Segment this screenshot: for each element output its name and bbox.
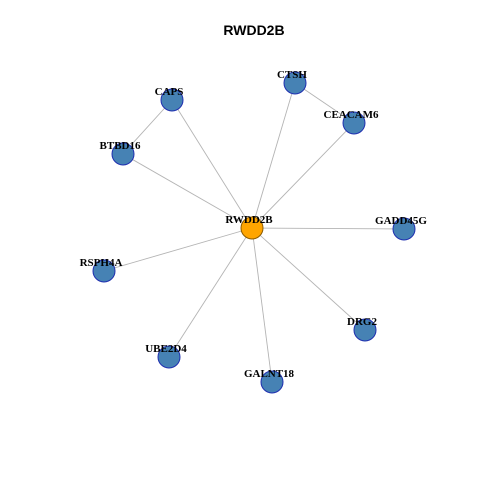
graph-title: RWDD2B xyxy=(223,22,284,38)
edge-rwdd2b-caps xyxy=(171,99,253,229)
node-label-ceacam6: CEACAM6 xyxy=(324,109,379,121)
edge-layer xyxy=(103,82,405,383)
edge-rwdd2b-ube2d4 xyxy=(168,227,253,358)
node-rsph4a xyxy=(92,259,116,283)
node-label-ctsh: CTSH xyxy=(277,69,307,81)
node-label-caps: CAPS xyxy=(155,86,184,98)
edge-rwdd2b-ctsh xyxy=(251,82,296,229)
node-layer xyxy=(92,71,416,394)
edge-rwdd2b-gadd45g xyxy=(251,227,405,230)
edge-rwdd2b-ceacam6 xyxy=(251,122,355,229)
node-galnt18 xyxy=(260,370,284,394)
node-label-rwdd2b: RWDD2B xyxy=(225,214,273,226)
node-btbd16 xyxy=(111,142,135,166)
node-gadd45g xyxy=(392,217,416,241)
node-drg2 xyxy=(353,318,377,342)
edge-rwdd2b-btbd16 xyxy=(122,153,253,229)
edge-ctsh-ceacam6 xyxy=(294,82,355,124)
node-label-galnt18: GALNT18 xyxy=(244,368,295,380)
edge-rwdd2b-galnt18 xyxy=(251,227,273,383)
node-label-gadd45g: GADD45G xyxy=(375,215,427,227)
node-ceacam6 xyxy=(342,111,366,135)
node-ube2d4 xyxy=(157,345,181,369)
node-ctsh xyxy=(283,71,307,95)
edge-caps-btbd16 xyxy=(122,99,173,155)
node-label-rsph4a: RSPH4A xyxy=(80,257,123,269)
node-label-btbd16: BTBD16 xyxy=(100,140,141,152)
node-rwdd2b xyxy=(240,216,264,240)
node-label-ube2d4: UBE2D4 xyxy=(145,343,187,355)
edge-rwdd2b-rsph4a xyxy=(103,227,253,272)
node-label-drg2: DRG2 xyxy=(347,316,377,328)
node-caps xyxy=(160,88,184,112)
edge-rwdd2b-drg2 xyxy=(251,227,366,331)
